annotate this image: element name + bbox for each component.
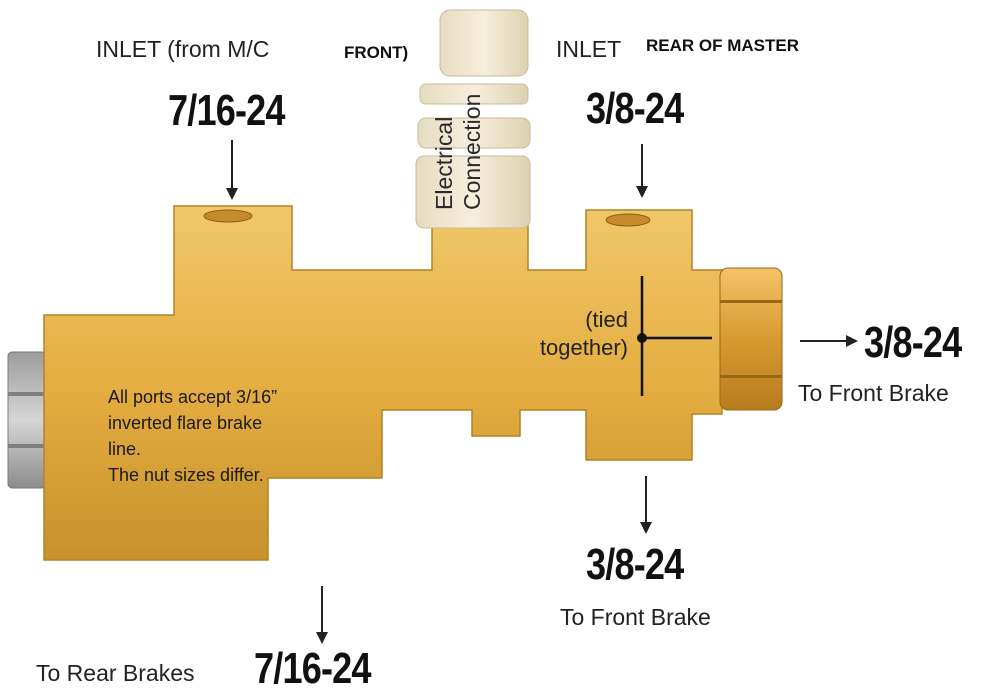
rear-inlet-arrow [636, 144, 648, 198]
tied-label-line1: (tied [585, 307, 628, 332]
valve-body [43, 205, 723, 561]
left-steel-plug [7, 351, 47, 489]
tied-together-marker [637, 276, 712, 396]
inlet-front-prefix: INLET (from M/C [96, 36, 270, 62]
right-outlet-size: 3/8-24 [864, 318, 962, 367]
right-outlet-nut [719, 267, 783, 411]
inlet-front-size: 7/16-24 [168, 86, 285, 135]
bottom-outlet-label: To Front Brake [560, 604, 711, 630]
inlet-rear-prefix: INLET [556, 36, 622, 62]
right-outlet-label: To Front Brake [798, 380, 949, 406]
rear-outlet-label: To Rear Brakes [36, 660, 195, 686]
electrical-connector [415, 9, 531, 229]
rear-inlet-port-hole [605, 213, 651, 227]
tied-label-line2: together) [539, 335, 628, 360]
note-line4: The nut sizes differ. [108, 465, 264, 485]
inlet-rear-size: 3/8-24 [586, 84, 684, 133]
front-inlet-arrow [226, 140, 238, 200]
inlet-front-suffix: FRONT) [344, 43, 409, 62]
note-line3: line. [108, 439, 142, 459]
electrical-label-line1: Electrical [431, 116, 457, 210]
electrical-label-line2: Connection [459, 93, 485, 210]
inlet-rear-suffix: REAR OF MASTER [646, 36, 799, 55]
bottom-outlet-arrow [640, 476, 652, 534]
note-line2: inverted flare brake [108, 413, 263, 433]
ports-note: All ports accept 3/16” inverted flare br… [108, 384, 348, 488]
tied-together-label: (tied together) [500, 306, 628, 362]
rear-outlet-arrow [316, 586, 328, 644]
bottom-outlet-size: 3/8-24 [586, 540, 684, 589]
front-inlet-port-hole [203, 209, 253, 223]
rear-outlet-size: 7/16-24 [254, 644, 371, 693]
note-line1: All ports accept 3/16” [108, 387, 278, 407]
right-outlet-arrow [800, 335, 858, 347]
electrical-connection-label: Electrical Connection [430, 94, 486, 210]
